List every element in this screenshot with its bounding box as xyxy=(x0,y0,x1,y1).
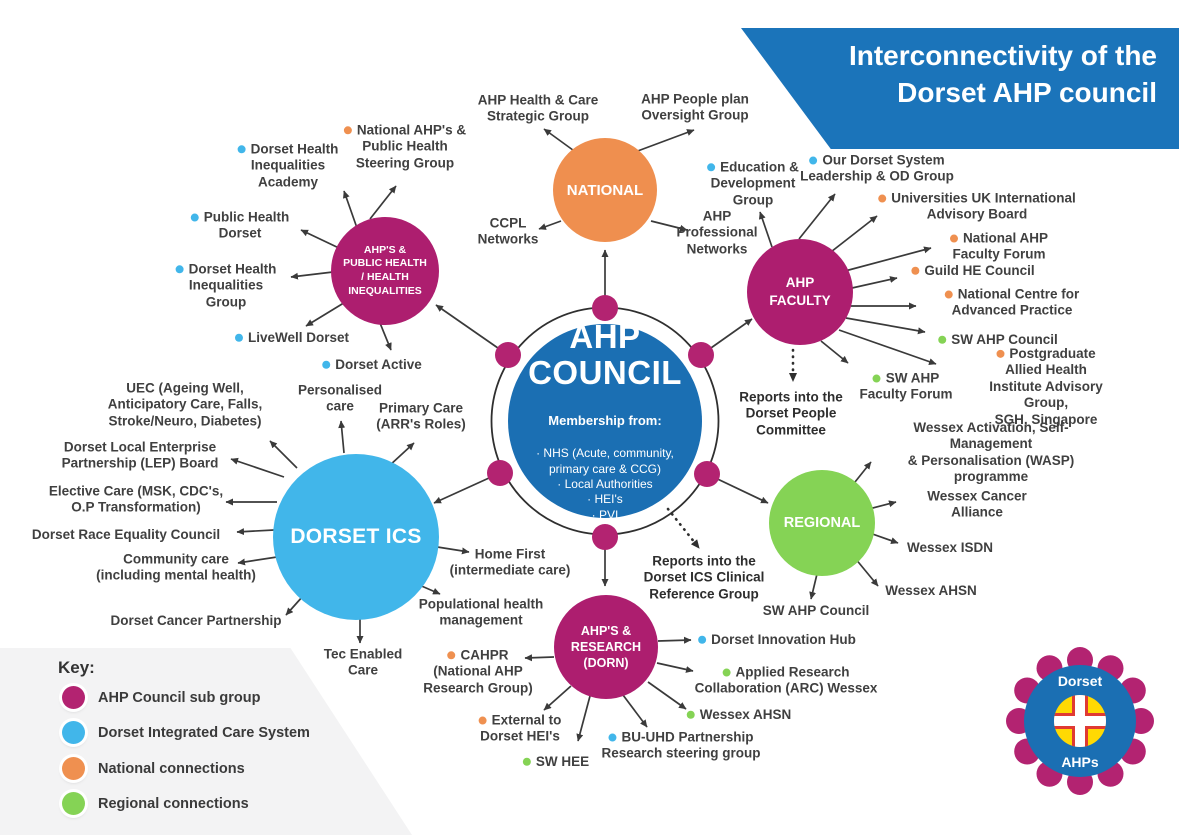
bullet-icon xyxy=(911,266,920,275)
key-row-regional: Regional connections xyxy=(62,792,249,815)
label-national-ahp-faculty-forum: National AHP Faculty Forum xyxy=(949,231,1048,264)
label-elective-care: Elective Care (MSK, CDC's, O.P Transform… xyxy=(48,483,224,515)
logo-text-top: Dorset xyxy=(1058,673,1103,689)
label-arc-wessex: Applied Research Collaboration (ARC) Wes… xyxy=(694,664,878,696)
label-ahp-people-plan-oversight-group: AHP People plan Oversight Group xyxy=(641,91,749,123)
label-guild-he-council: Guild HE Council xyxy=(911,263,1035,279)
label-personalised-care: Personalised care xyxy=(297,382,383,414)
bullet-icon xyxy=(190,213,199,222)
bullet-icon xyxy=(944,290,953,299)
ahp-council-circle: AHP COUNCIL Membership from: · NHS (Acut… xyxy=(508,319,702,522)
national-circle: NATIONAL xyxy=(553,138,657,242)
key-row-national: National connections xyxy=(62,757,245,780)
label-national-centre-advanced-practice: National Centre for Advanced Practice xyxy=(944,287,1079,320)
label-tec-enabled-care: Tec Enabled Care xyxy=(323,646,403,678)
label-ahp-health-care-strategic-group: AHP Health & Care Strategic Group xyxy=(477,92,599,124)
key-row-ics: Dorset Integrated Care System xyxy=(62,721,310,744)
public-health-circle: AHP'S & PUBLIC HEALTH / HEALTH INEQUALIT… xyxy=(331,217,439,325)
bullet-icon xyxy=(234,333,243,342)
bullet-icon xyxy=(522,757,531,766)
label-dorset-lep-board: Dorset Local Enterprise Partnership (LEP… xyxy=(61,439,219,471)
logo-text-bottom: AHPs xyxy=(1061,754,1099,770)
bullet-icon xyxy=(698,635,707,644)
label-home-first: Home First (intermediate care) xyxy=(449,546,571,578)
dorset-flag-icon xyxy=(1054,695,1106,747)
label-livewell-dorset: LiveWell Dorset xyxy=(234,330,349,346)
bullet-icon xyxy=(237,145,246,154)
key-dot-orange xyxy=(62,757,85,780)
key-title: Key: xyxy=(58,658,95,677)
label-sw-hee: SW HEE xyxy=(522,754,589,770)
bullet-icon xyxy=(949,234,958,243)
key-dot-magenta xyxy=(62,686,85,709)
bullet-icon xyxy=(722,668,731,677)
bullet-icon xyxy=(878,194,887,203)
bullet-icon xyxy=(608,733,617,742)
label-postgraduate-allied-health-institute: Postgraduate Allied Health Institute Adv… xyxy=(989,345,1103,427)
bullet-icon xyxy=(707,163,716,172)
label-dorset-health-inequalities-group: Dorset Health Inequalities Group xyxy=(175,261,276,310)
label-cahpr: CAHPR (National AHP Research Group) xyxy=(423,647,533,696)
key-row-subgroup: AHP Council sub group xyxy=(62,686,260,709)
label-public-health-dorset: Public Health Dorset xyxy=(190,210,289,243)
dorset-ics-circle: DORSET ICS xyxy=(273,454,439,620)
ahp-faculty-circle: AHP FACULTY xyxy=(747,239,853,345)
bullet-icon xyxy=(872,374,881,383)
label-universities-uk-international-advisory-board: Universities UK International Advisory B… xyxy=(878,191,1076,224)
label-dorset-health-inequalities-academy: Dorset Health Inequalities Academy xyxy=(237,141,338,190)
note-reports-dorset-people-committee: Reports into the Dorset People Committee xyxy=(739,389,843,438)
label-sw-ahp-council-regional: SW AHP Council xyxy=(762,602,870,618)
bullet-icon xyxy=(343,126,352,135)
label-primary-care-arrs-roles: Primary Care (ARR's Roles) xyxy=(376,400,466,432)
bullet-icon xyxy=(478,716,487,725)
council-title: AHP COUNCIL xyxy=(528,317,682,391)
label-sw-ahp-council-faculty: SW AHP Council xyxy=(938,332,1058,348)
key-dot-green xyxy=(62,792,85,815)
label-ccpl-networks: CCPL Networks xyxy=(477,215,539,247)
label-our-dorset-system-leadership-od-group: Our Dorset System Leadership & OD Group xyxy=(800,152,954,184)
arrows xyxy=(225,128,937,742)
research-circle: AHP'S & RESEARCH (DORN) xyxy=(554,595,658,699)
dotted-report-arrows xyxy=(666,348,797,550)
label-wasp-programme: Wessex Activation, Self-Management & Per… xyxy=(907,420,1075,485)
bullet-icon xyxy=(686,710,695,719)
council-ring-nodes xyxy=(487,295,720,550)
bullet-icon xyxy=(996,349,1005,358)
label-dorset-innovation-hub: Dorset Innovation Hub xyxy=(698,632,856,648)
council-membership-list: · NHS (Acute, community, primary care & … xyxy=(536,446,674,522)
bullet-icon xyxy=(809,156,818,165)
label-wessex-ahsn-research: Wessex AHSN xyxy=(686,707,791,723)
label-national-ahps-public-health-steering-group: National AHP's & Public Health Steering … xyxy=(343,122,466,171)
label-dorset-active: Dorset Active xyxy=(322,357,422,373)
bullet-icon xyxy=(175,265,184,274)
label-uec: UEC (Ageing Well, Anticipatory Care, Fal… xyxy=(107,380,263,429)
label-wessex-ahsn-regional: Wessex AHSN xyxy=(885,582,977,598)
page-title: Interconnectivity of the Dorset AHP coun… xyxy=(848,40,1157,109)
label-bu-uhd-partnership: BU-UHD Partnership Research steering gro… xyxy=(601,729,761,761)
label-education-development-group: Education & Development Group xyxy=(707,159,799,208)
note-reports-dorset-ics-clinical-reference-group: Reports into the Dorset ICS Clinical Ref… xyxy=(643,553,765,602)
label-dorset-cancer-partnership: Dorset Cancer Partnership xyxy=(110,612,282,628)
label-external-to-dorset-heis: External to Dorset HEI's xyxy=(478,712,562,744)
label-dorset-race-equality-council: Dorset Race Equality Council xyxy=(31,526,221,542)
dorset-ahps-logo: Dorset AHPs xyxy=(1006,647,1154,795)
label-wessex-cancer-alliance: Wessex Cancer Alliance xyxy=(927,488,1027,520)
label-sw-ahp-faculty-forum: SW AHP Faculty Forum xyxy=(859,370,953,402)
council-membership-heading: Membership from: xyxy=(548,413,662,429)
bullet-icon xyxy=(938,335,947,344)
label-community-care: Community care (including mental health) xyxy=(96,551,256,583)
label-populational-health-management: Populational health management xyxy=(418,596,544,628)
bullet-icon xyxy=(322,360,331,369)
label-ahp-professional-networks: AHP Professional Networks xyxy=(676,208,758,257)
label-wessex-isdn: Wessex ISDN xyxy=(906,539,994,555)
bullet-icon xyxy=(447,651,456,660)
key-dot-blue xyxy=(62,721,85,744)
regional-circle: REGIONAL xyxy=(769,470,875,576)
